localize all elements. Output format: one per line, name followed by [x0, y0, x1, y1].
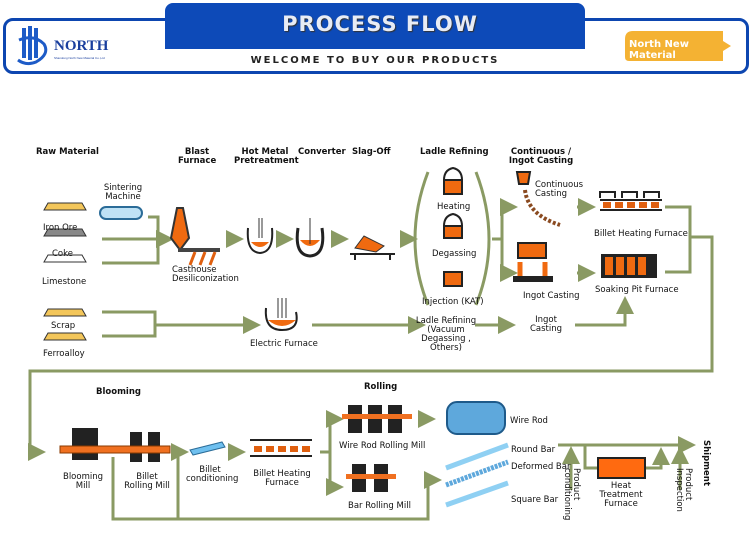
label-electric-furnace: Electric Furnace	[250, 339, 318, 349]
wire-rod-mill-icon	[342, 405, 412, 433]
flow-line	[500, 198, 518, 239]
label-slag-off: Slag-Off	[352, 147, 391, 157]
bracket-right	[474, 171, 491, 306]
company-logo[interactable]: NORTH Shandong North New Material Co.,Lt…	[16, 26, 109, 66]
badge-shape-icon	[625, 31, 731, 61]
label-product-inspection: Product Inspection	[674, 468, 693, 512]
flow-line	[326, 452, 344, 496]
deformed-bar-icon	[445, 459, 509, 488]
sintering-machine-icon	[99, 206, 143, 220]
label-degassing: Degassing	[432, 249, 477, 259]
page-title: PROCESS FLOW	[282, 12, 478, 36]
billet-heating-furnace-icon	[599, 191, 662, 211]
label-heat-treatment: Heat Treatment Furnace	[599, 481, 643, 509]
blooming-mill-icon	[59, 428, 171, 462]
label-ladle-refining-2: Ladle Refining (Vacuum Degassing , Other…	[415, 316, 477, 353]
continuous-casting-icon	[523, 189, 561, 227]
logo-icon	[17, 26, 48, 66]
flow-line	[665, 205, 692, 274]
billet-heating-furnace-2-icon	[250, 439, 312, 457]
tapping-icon	[188, 251, 217, 266]
badge-label: North New Material	[629, 39, 689, 61]
limestone-icon	[43, 254, 87, 263]
bar-rolling-mill-icon	[346, 464, 396, 492]
label-hot-metal: Hot Metal Pretreatment	[234, 147, 299, 166]
soaking-pit-furnace-icon	[601, 254, 657, 278]
label-wire-rod-mill: Wire Rod Rolling Mill	[339, 441, 426, 451]
flow-line	[320, 410, 344, 454]
label-coke: Coke	[52, 249, 73, 259]
logo-text: NORTH	[54, 38, 109, 54]
ladle-injection-icon	[443, 271, 463, 287]
tundish-icon	[515, 171, 532, 185]
label-iron-ore: Iron Ore	[43, 223, 78, 233]
label-deformed-bar: Deformed Bar	[511, 462, 571, 472]
label-square-bar: Square Bar	[511, 495, 559, 505]
label-casthouse: Casthouse Desiliconization	[172, 265, 239, 284]
label-billet-heating-2: Billet Heating Furnace	[253, 469, 311, 488]
label-ingot-casting: Ingot Casting	[523, 291, 580, 301]
billet-conditioning-icon	[189, 441, 226, 456]
label-sintering: Sintering Machine	[103, 183, 143, 202]
scrap-icon	[43, 308, 87, 317]
slag-off-icon	[354, 235, 385, 253]
process-flow-diagram: Raw Material Blast Furnace Hot Metal Pre…	[0, 80, 750, 543]
flow-lines	[28, 166, 714, 521]
label-billet-rolling-mill: Billet Rolling Mill	[124, 472, 170, 491]
label-ferroalloy: Ferroalloy	[43, 349, 85, 359]
label-rolling: Rolling	[364, 382, 398, 392]
label-round-bar: Round Bar	[511, 445, 556, 455]
flow-line	[575, 296, 634, 327]
ingot-casting-icon	[517, 242, 547, 259]
ladle-degassing-icon	[443, 212, 463, 239]
label-product-conditioning: Product conditioning	[562, 468, 581, 521]
label-shipment: Shipment	[701, 440, 711, 486]
page-subtitle: WELCOME TO BUY OUR PRODUCTS	[250, 55, 500, 66]
label-raw-material: Raw Material	[36, 147, 99, 157]
label-limestone: Limestone	[42, 277, 87, 287]
flow-line	[28, 235, 714, 461]
label-scrap: Scrap	[51, 321, 76, 331]
flow-line	[645, 447, 670, 470]
flow-line	[583, 445, 598, 470]
label-casting: Continuous / Ingot Casting	[508, 147, 574, 166]
label-billet-heating: Billet Heating Furnace	[594, 229, 688, 239]
label-blast-furnace: Blast Furnace	[178, 147, 217, 166]
flow-line	[111, 457, 442, 521]
bracket-left	[413, 171, 430, 306]
converter-icon	[295, 227, 325, 258]
header-title-tab	[165, 3, 585, 49]
round-bar-icon	[445, 442, 509, 471]
electric-furnace-icon	[264, 298, 298, 332]
label-ingot-casting-2: Ingot Casting	[529, 315, 563, 334]
label-blooming-mill: Blooming Mill	[62, 472, 104, 491]
label-continuous-casting: Continuous Casting	[535, 180, 584, 199]
label-ladle-refining: Ladle Refining	[420, 147, 489, 157]
label-injection: Injection (KAT)	[422, 297, 484, 307]
flow-line	[500, 239, 518, 282]
label-wire-rod: Wire Rod	[510, 416, 548, 426]
ladle-heating-icon	[443, 166, 463, 195]
flow-line	[102, 310, 157, 338]
brand-badge[interactable]: North New Material	[625, 31, 731, 61]
heat-treatment-furnace-icon	[597, 457, 646, 479]
iron-ore-icon	[43, 202, 87, 211]
page-header: PROCESS FLOW WELCOME TO BUY OUR PRODUCTS…	[0, 0, 750, 80]
ferroalloy-icon	[43, 332, 87, 341]
blast-furnace-icon	[169, 207, 191, 252]
label-blooming: Blooming	[96, 387, 141, 397]
coke-icon	[43, 228, 87, 237]
logo-subtext: Shandong North New Material Co.,Ltd	[54, 56, 105, 60]
label-heating: Heating	[437, 202, 471, 212]
label-soaking-pit: Soaking Pit Furnace	[595, 285, 679, 295]
hot-metal-ladle-icon	[246, 227, 274, 255]
wire-rod-coil-icon	[446, 401, 506, 435]
label-bar-mill: Bar Rolling Mill	[348, 501, 411, 511]
label-converter: Converter	[298, 147, 346, 157]
square-bar-icon	[445, 480, 509, 508]
label-billet-conditioning: Billet conditioning	[186, 465, 239, 484]
